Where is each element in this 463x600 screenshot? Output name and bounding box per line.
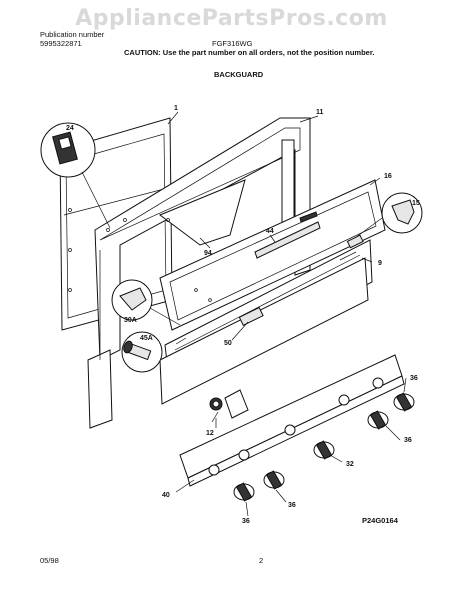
caution-notice: CAUTION: Use the part number on all orde… bbox=[124, 48, 375, 57]
bracket-plate bbox=[158, 179, 246, 246]
callout-12: 12 bbox=[206, 430, 214, 437]
knob-rear-right bbox=[367, 410, 389, 430]
callout-36-center: 36 bbox=[288, 502, 296, 509]
callout-1: 1 bbox=[174, 105, 178, 112]
callout-36-left: 36 bbox=[242, 518, 250, 525]
lower-panel bbox=[159, 234, 373, 405]
knob-front-right bbox=[393, 392, 415, 412]
callout-24: 24 bbox=[66, 125, 74, 132]
igniter-switch-part bbox=[209, 389, 249, 423]
page-number: 2 bbox=[259, 556, 264, 565]
callout-44: 44 bbox=[266, 228, 274, 235]
callout-94: 94 bbox=[204, 250, 212, 257]
knob-front-left bbox=[233, 482, 255, 502]
knob-center bbox=[313, 440, 335, 460]
callout-9: 9 bbox=[378, 260, 382, 267]
callout-16: 16 bbox=[384, 173, 392, 180]
wire-clip-part bbox=[111, 279, 181, 326]
leader-lines bbox=[167, 111, 407, 517]
publication-label: Publication number bbox=[40, 30, 105, 39]
callout-40: 40 bbox=[162, 492, 170, 499]
publication-number: 5995322871 bbox=[40, 39, 82, 48]
footer-date: 05/98 bbox=[40, 556, 59, 565]
model-number: FGF316WG bbox=[212, 39, 253, 48]
callout-50: 50 bbox=[224, 340, 232, 347]
callout-32: 32 bbox=[346, 461, 354, 468]
rocker-switch-part bbox=[40, 122, 111, 229]
knob-rear-left bbox=[263, 470, 285, 490]
screw-part bbox=[121, 331, 163, 373]
callout-30a: 30A bbox=[124, 317, 137, 324]
callout-36-mid: 36 bbox=[404, 437, 412, 444]
callout-45a: 45A bbox=[140, 335, 153, 342]
trim-strip bbox=[254, 211, 321, 259]
callout-15: 15 bbox=[412, 200, 420, 207]
publication-block: Publication number 5995322871 bbox=[40, 30, 104, 48]
callout-36-right: 36 bbox=[410, 375, 418, 382]
callout-11: 11 bbox=[316, 109, 324, 116]
clip-part bbox=[354, 192, 423, 239]
section-title: BACKGUARD bbox=[214, 70, 264, 79]
figure-code: P24G0164 bbox=[362, 516, 398, 525]
